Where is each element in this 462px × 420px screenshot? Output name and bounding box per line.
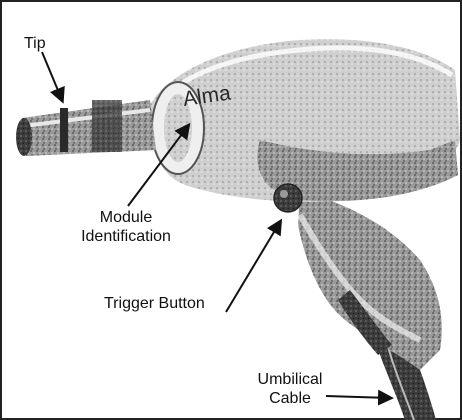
umbilical-label-line1: Umbilical <box>250 370 330 389</box>
umbilical-callout-line <box>326 396 390 398</box>
umbilical-cable-label: Umbilical Cable <box>250 370 330 408</box>
tip-ring <box>60 108 68 152</box>
tip-barrel <box>22 100 156 156</box>
module-identification-label: Module Identification <box>72 208 180 246</box>
module-label-line2: Identification <box>72 227 180 246</box>
trigger-callout-line <box>226 222 280 312</box>
trigger-button-shape <box>274 184 302 212</box>
umbilical-label-line2: Cable <box>250 389 330 408</box>
tip-callout-line <box>42 52 62 100</box>
module-label-line1: Module <box>72 208 180 227</box>
tip-label: Tip <box>24 34 46 53</box>
tip-connector <box>92 100 122 152</box>
trigger-button-highlight <box>280 190 288 198</box>
trigger-button-label: Trigger Button <box>104 294 205 313</box>
tip-end <box>16 118 32 156</box>
